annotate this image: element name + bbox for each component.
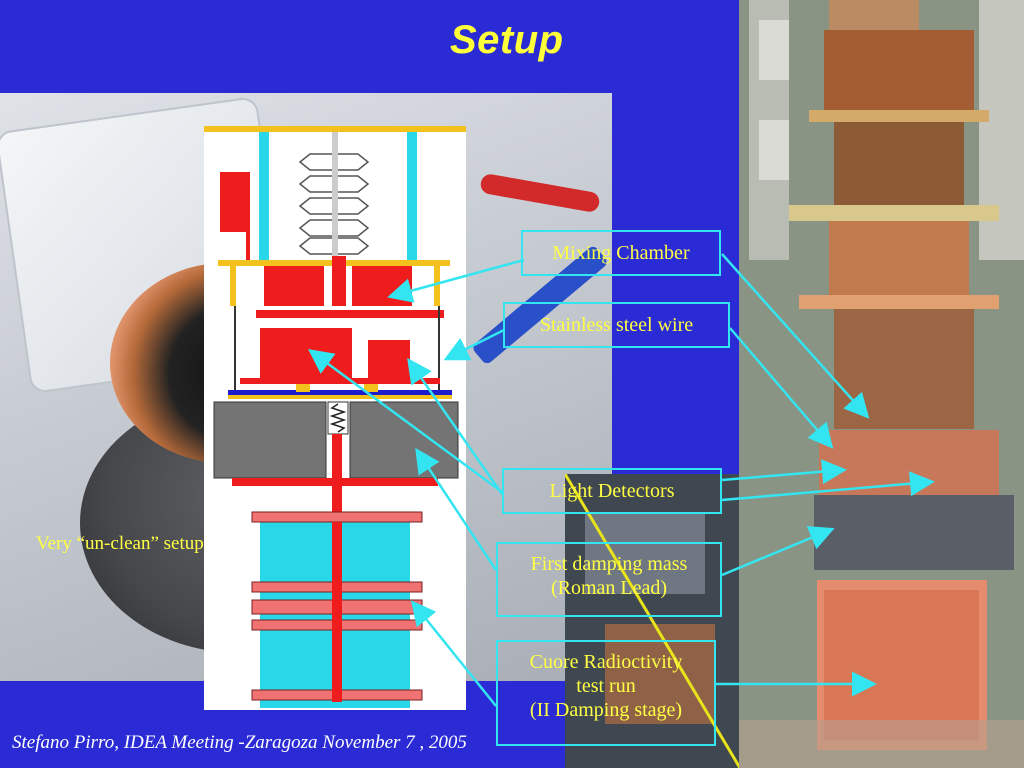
label-light-detectors: Light Detectors [502, 468, 722, 514]
label-cuore-test-run: Cuore Radioctivity test run (II Damping … [496, 640, 716, 746]
label-first-damping-mass: First damping mass (Roman Lead) [496, 542, 722, 617]
label-first-damping-mass-line1: First damping mass [530, 553, 688, 575]
left-photo-caption: Very “un-clean” setup [36, 533, 204, 554]
label-stainless-steel-wire: Stainless steel wire [503, 302, 730, 348]
label-first-damping-mass-line2: (Roman Lead) [550, 577, 668, 599]
cryostat-photo-art [739, 0, 1024, 768]
label-cuore-line1: Cuore Radioctivity [529, 651, 683, 673]
schematic-art [204, 126, 466, 708]
label-mixing-chamber: Mixing Chamber [521, 230, 721, 276]
label-cuore-line3: (II Damping stage) [529, 699, 683, 721]
slide-title: Setup [450, 18, 564, 62]
label-cuore-line2: test run [576, 675, 636, 697]
schematic-diagram [204, 126, 466, 710]
slide-footer: Stefano Pirro, IDEA Meeting -Zaragoza No… [12, 732, 467, 753]
pliers [479, 172, 601, 214]
right-photo [739, 0, 1024, 768]
